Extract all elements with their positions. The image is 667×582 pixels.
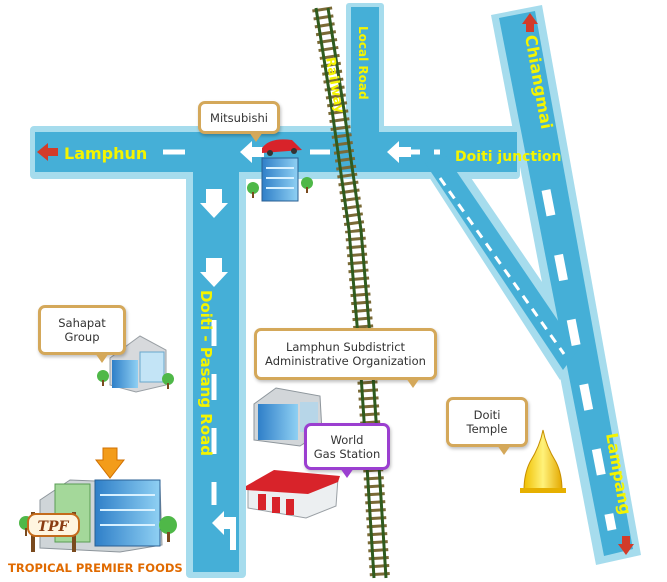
world-gas-callout: World Gas Station — [304, 423, 390, 478]
tpf-logo-text: TPF — [38, 519, 70, 535]
road-label-lamphun: Lamphun — [64, 144, 147, 163]
world-gas-label-line2: Gas Station — [313, 446, 381, 461]
railway — [312, 6, 390, 579]
mitsubishi-label: Mitsubishi — [210, 110, 268, 125]
chiangmai-lampang-road — [499, 11, 633, 556]
white-arrow-left-icon — [387, 141, 411, 163]
red-arrow-west-icon — [37, 143, 58, 161]
orange-arrow-down-icon — [94, 447, 126, 479]
mitsubishi-building-icon — [247, 139, 313, 202]
road-label-local-road: Local Road — [356, 26, 370, 100]
white-arrow-down-icon — [200, 258, 228, 287]
local-road — [351, 7, 379, 133]
lamphun-org-label-line2: Administrative Organization — [265, 354, 426, 368]
white-turn-arrow-icon — [212, 511, 236, 550]
lamphun-org-label-line1: Lamphun Subdistrict — [285, 340, 406, 354]
company-name: TROPICAL PREMIER FOODS — [8, 561, 183, 575]
sahapat-callout: Sahapat Group — [38, 305, 126, 363]
golden-pagoda-icon — [520, 429, 566, 493]
lamphun-org-callout: Lamphun Subdistrict Administrative Organ… — [254, 328, 437, 388]
road-label-doiti-pasang: Doiti - Pasang Road — [197, 290, 215, 456]
doiti-temple-callout: Doiti Temple — [446, 397, 528, 455]
white-arrow-left-icon — [240, 141, 264, 163]
direction-arrows — [37, 13, 634, 555]
sahapat-label-line2: Group — [64, 330, 100, 344]
doiti-temple-label-line2: Temple — [466, 422, 508, 436]
mitsubishi-callout: Mitsubishi — [198, 101, 280, 142]
red-arrow-south-icon — [618, 536, 634, 555]
world-gas-label-line1: World — [330, 432, 364, 447]
red-arrow-north-icon — [522, 13, 538, 32]
road-label-railway: Railway — [322, 56, 347, 115]
road-label-doiti-junction: Doiti junction — [455, 149, 562, 165]
sahapat-label-line1: Sahapat — [58, 316, 106, 330]
tpf-logo: TPF — [27, 512, 80, 552]
doiti-temple-label-line1: Doiti — [473, 408, 501, 422]
white-arrow-down-icon — [200, 189, 228, 218]
gas-station-icon — [246, 470, 340, 519]
